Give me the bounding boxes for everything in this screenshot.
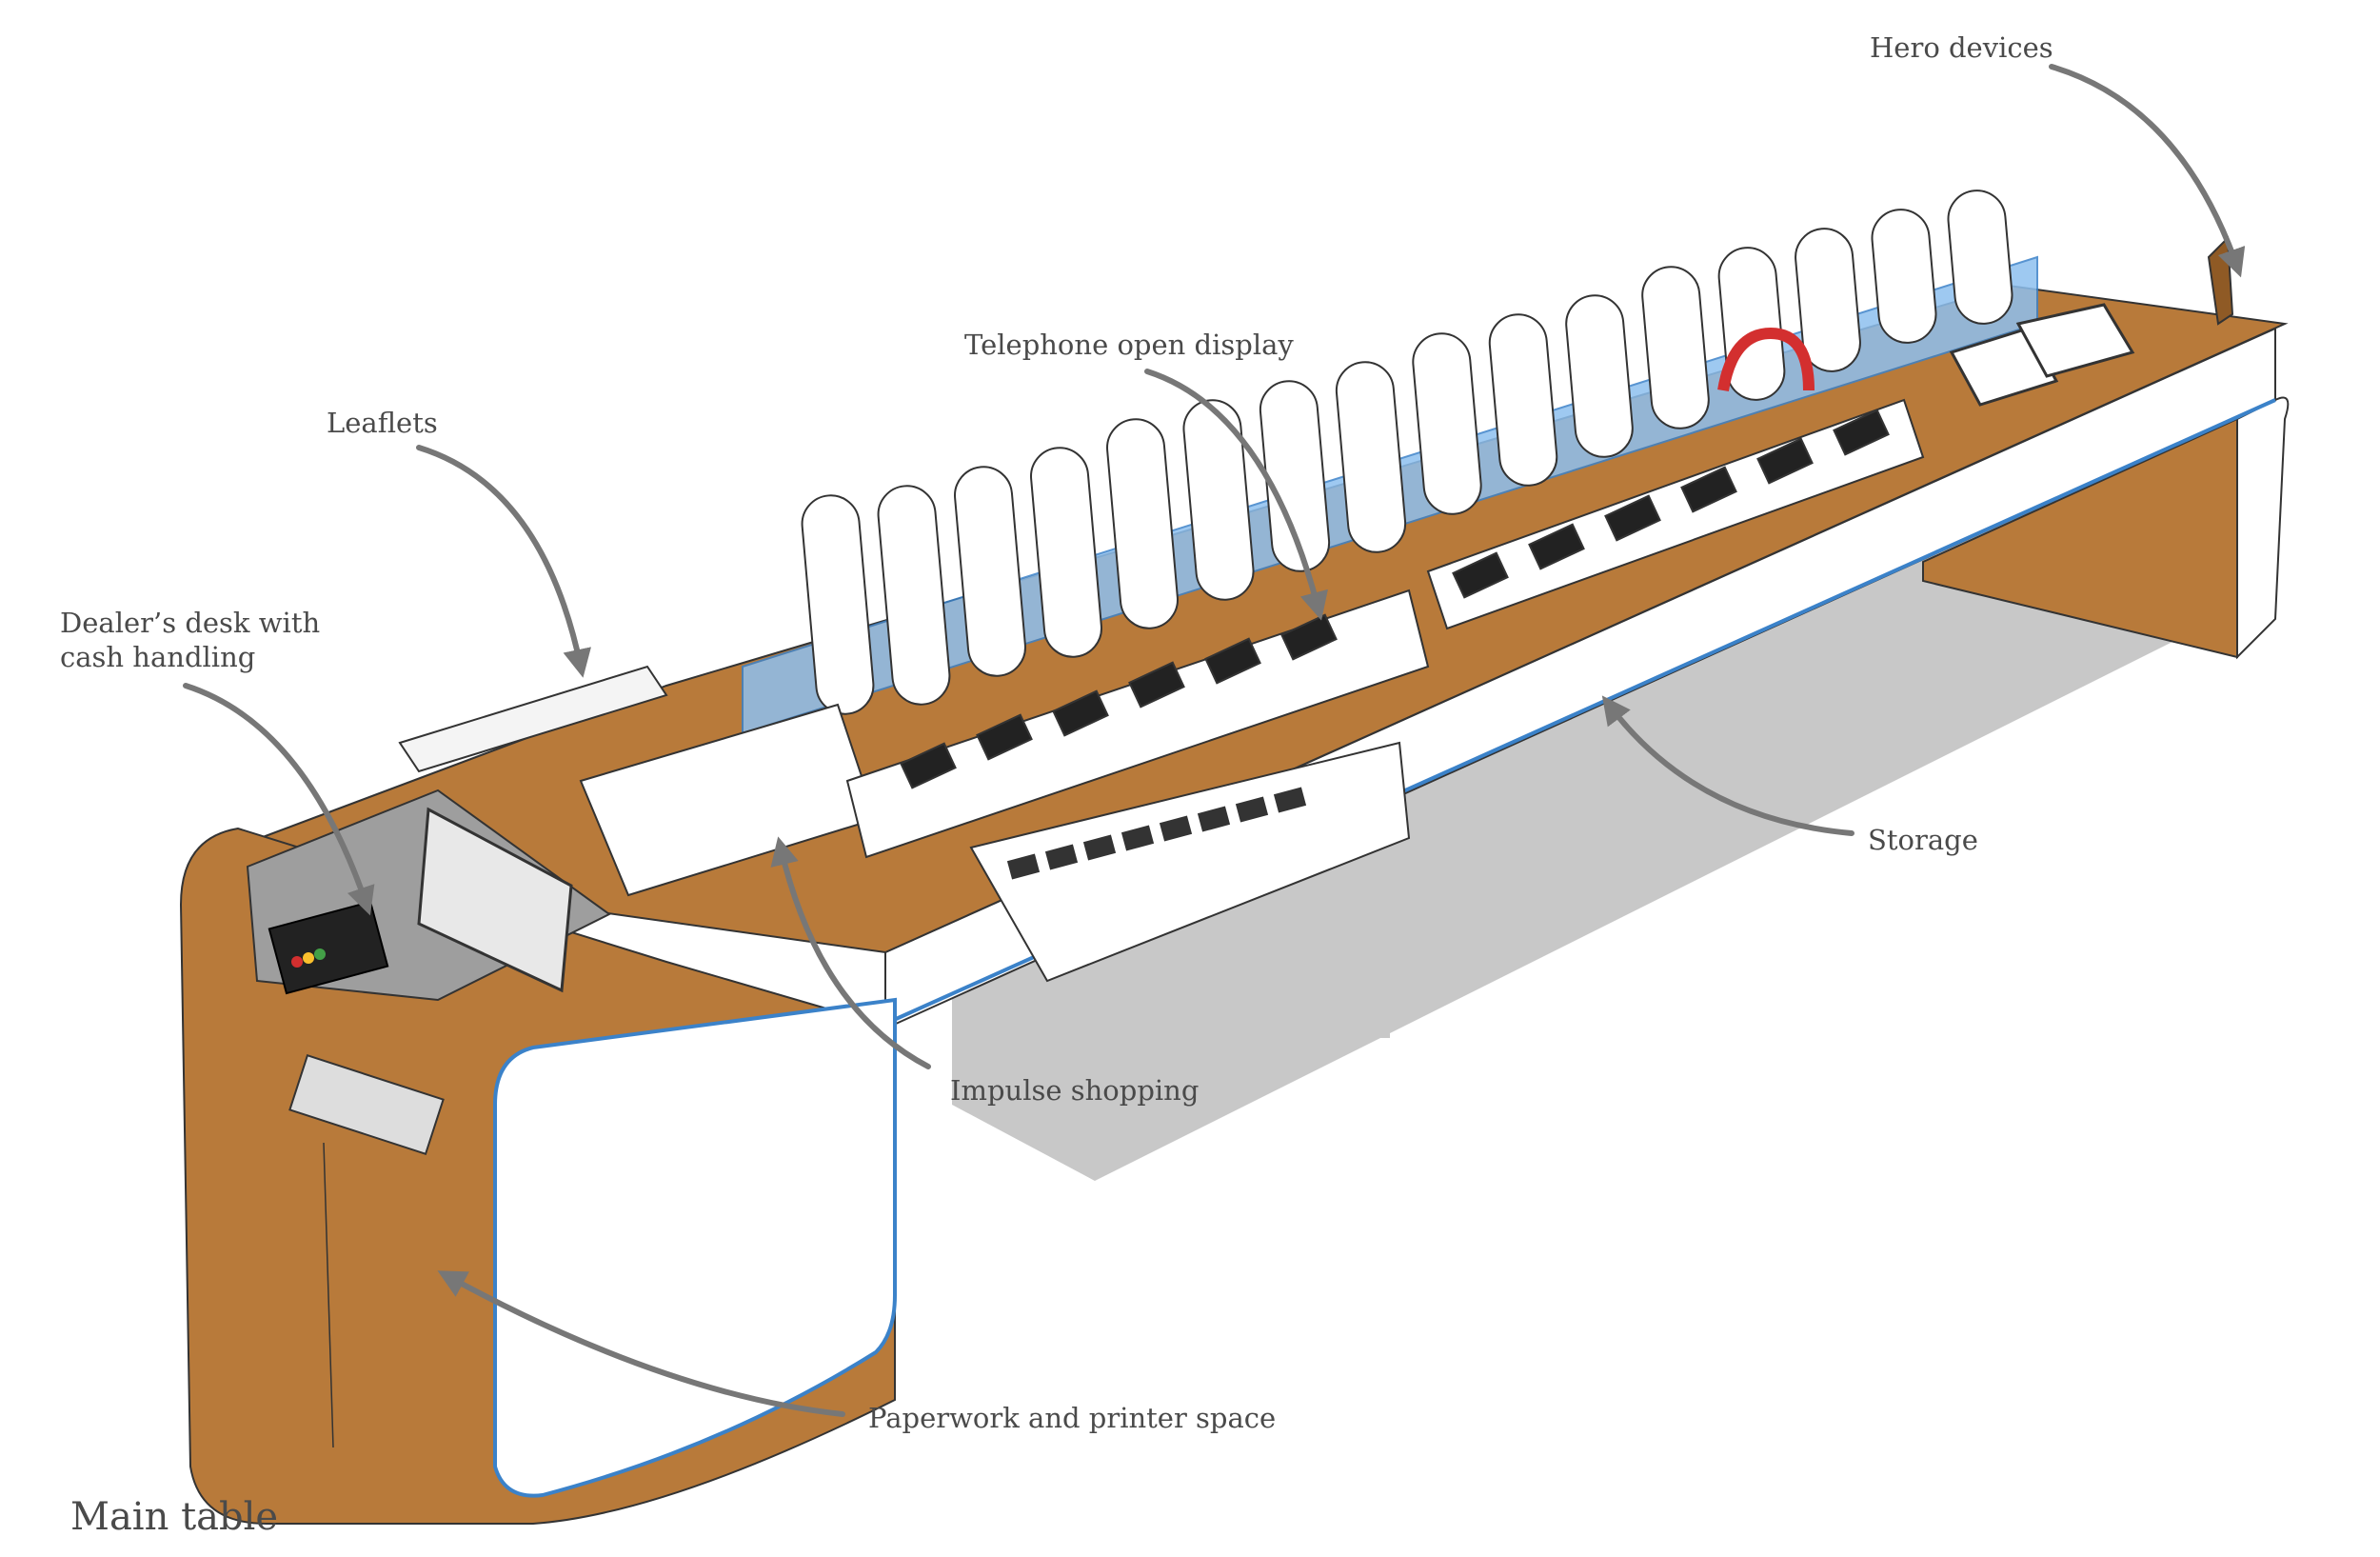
phone-display-row bbox=[845, 398, 1925, 859]
terminal-red-key bbox=[291, 956, 303, 968]
label-storage: Storage bbox=[1868, 824, 1978, 856]
leaflets-stand bbox=[398, 665, 668, 773]
page-title: Main table bbox=[70, 1495, 279, 1539]
arrow-paperwork-printer bbox=[437, 1270, 845, 1417]
terminal-yellow-key bbox=[303, 952, 314, 964]
label-paperwork-printer: Paperwork and printer space bbox=[868, 1402, 1277, 1434]
floor-shadow-notch bbox=[1257, 990, 1390, 1038]
dealer-desk-panel-seam bbox=[323, 1142, 334, 1448]
label-hero-devices: Hero devices bbox=[1870, 31, 2053, 64]
arrow-storage bbox=[1601, 695, 1854, 836]
label-impulse-shopping: Impulse shopping bbox=[950, 1074, 1200, 1107]
label-dealers-desk-line1: Dealer’s desk with bbox=[60, 607, 321, 639]
pos-monitor bbox=[417, 807, 573, 993]
headphones bbox=[1717, 327, 1815, 392]
terminal-green-key bbox=[314, 948, 326, 960]
arrow-telephone-display bbox=[1144, 369, 1328, 621]
arrow-leaflets bbox=[416, 445, 591, 678]
dealer-desk-white-panel bbox=[493, 997, 897, 1498]
label-dealers-desk-line2: cash handling bbox=[60, 641, 256, 673]
right-leg-white bbox=[2236, 396, 2290, 660]
card-terminal bbox=[268, 900, 389, 995]
dealer-desk-drawer bbox=[288, 1054, 445, 1155]
annotation-arrows bbox=[183, 64, 2246, 1417]
arrow-hero-devices bbox=[2049, 64, 2246, 278]
arrow-dealers-desk bbox=[183, 683, 375, 916]
storage-drawer-phones bbox=[1006, 787, 1307, 880]
hero-tablet-2 bbox=[2015, 303, 2135, 378]
arrow-impulse-shopping bbox=[770, 836, 931, 1069]
label-telephone-open-display: Telephone open display bbox=[964, 329, 1294, 361]
oval-display-boards bbox=[801, 190, 2013, 715]
label-leaflets: Leaflets bbox=[327, 407, 438, 439]
